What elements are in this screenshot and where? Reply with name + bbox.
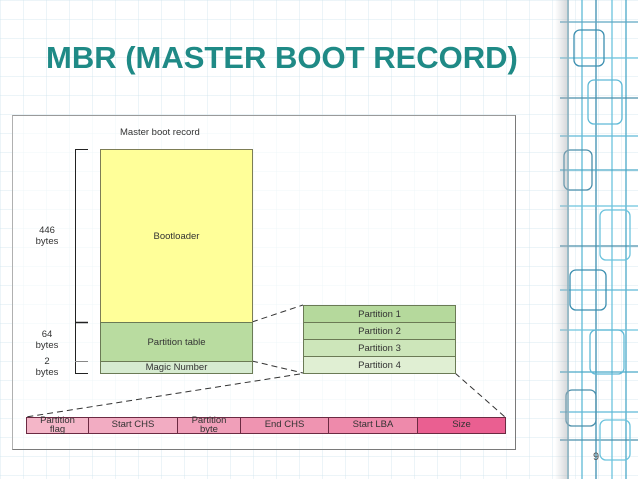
entry-partition-byte: Partition byte (177, 415, 241, 435)
size-bracket (75, 149, 88, 374)
partition-row-1: Partition 1 (303, 305, 456, 323)
page-number: 9 (593, 451, 600, 463)
size-value: 2 (44, 356, 50, 367)
partition-row-3: Partition 3 (303, 339, 456, 357)
partition-row-4: Partition 4 (303, 356, 456, 374)
partition-label: Partition 3 (358, 342, 401, 354)
mbr-bootloader-label: Bootloader (153, 230, 200, 242)
entry-end-chs: End CHS (240, 417, 329, 434)
entry-label-line1: Partition (40, 415, 75, 426)
partition-label: Partition 2 (358, 325, 401, 337)
size-unit: bytes (35, 367, 59, 378)
entry-start-lba: Start LBA (328, 417, 418, 434)
size-label-partition-table: 64 bytes (22, 329, 72, 351)
mbr-partition-table: Partition table (100, 322, 253, 362)
mbr-magic-number: Magic Number (100, 361, 253, 374)
decorative-shadow (555, 0, 569, 479)
mbr-magic-number-label: Magic Number (145, 362, 208, 373)
size-value: 446 (39, 225, 55, 236)
size-unit: bytes (35, 340, 59, 351)
entry-partition-flag: Partition flag (26, 415, 89, 435)
size-label-magic-number: 2 bytes (22, 356, 72, 378)
size-label-bootloader: 446 bytes (22, 225, 72, 247)
partition-row-2: Partition 2 (303, 322, 456, 340)
entry-label: Start LBA (352, 419, 394, 431)
entry-label-line1: Partition (191, 415, 227, 426)
partition-label: Partition 1 (358, 308, 401, 320)
diagram-frame (12, 115, 516, 450)
mbr-partition-table-label: Partition table (147, 336, 206, 348)
mbr-bootloader: Bootloader (100, 149, 253, 323)
entry-label: Size (452, 419, 471, 431)
connector-line (251, 360, 304, 374)
size-unit: bytes (35, 236, 59, 247)
entry-label: End CHS (264, 419, 305, 431)
entry-label: Start CHS (111, 419, 155, 431)
partition-label: Partition 4 (358, 359, 401, 371)
diagram-caption: Master boot record (120, 127, 200, 138)
connector-line (251, 304, 304, 323)
size-value: 64 (41, 329, 53, 340)
connector-line (25, 373, 301, 418)
slide-title: MBR (MASTER BOOT RECORD) (46, 40, 518, 75)
entry-size: Size (417, 417, 506, 434)
entry-label-line2: byte (200, 423, 218, 435)
connector-line (454, 372, 506, 418)
entry-label-line2: flag (49, 423, 66, 435)
entry-start-chs: Start CHS (88, 417, 178, 434)
